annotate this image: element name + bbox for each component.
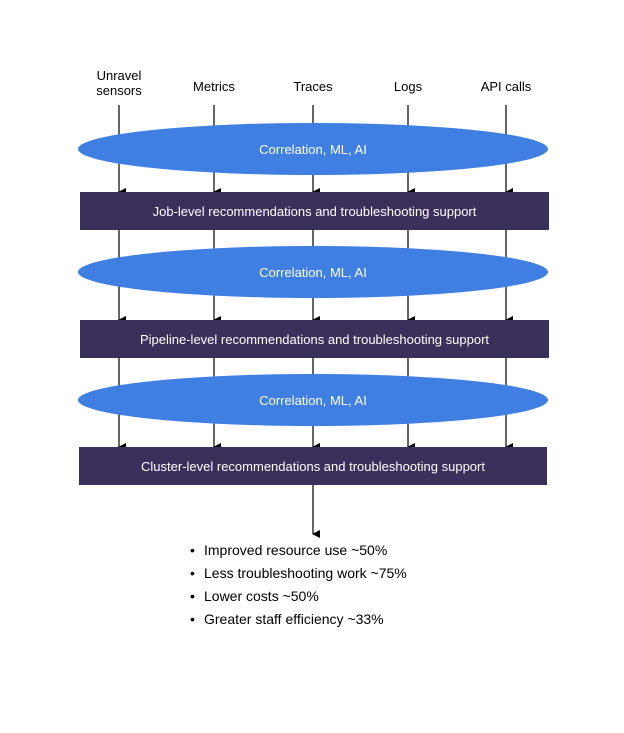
recommendation-box [79, 447, 547, 485]
source-label: API calls [481, 79, 532, 94]
recommendation-box [80, 192, 549, 230]
recommendation-box [80, 320, 549, 358]
outcome-text: Less troubleshooting work ~75% [204, 565, 407, 581]
outcome-item: • Greater staff efficiency ~33% [190, 609, 407, 632]
correlation-ellipse [78, 374, 548, 426]
correlation-ellipse [78, 246, 548, 298]
outcome-item: • Lower costs ~50% [190, 586, 407, 609]
recommendation-label: Cluster-level recommendations and troubl… [141, 459, 485, 474]
processing-layers: Correlation, ML, AI Job-level recommendat… [78, 123, 549, 485]
recommendation-label: Job-level recommendations and troublesho… [153, 204, 477, 219]
outcome-text: Lower costs ~50% [204, 588, 319, 604]
bullet-icon: • [190, 542, 195, 558]
correlation-label: Correlation, ML, AI [259, 265, 367, 280]
source-label: Metrics [193, 79, 235, 94]
source-label: Traces [293, 79, 333, 94]
correlation-label: Correlation, ML, AI [259, 142, 367, 157]
outcome-item: • Less troubleshooting work ~75% [190, 563, 407, 586]
outcomes-list: • Improved resource use ~50% • Less trouble… [190, 540, 407, 632]
bullet-icon: • [190, 565, 195, 581]
outcome-text: Greater staff efficiency ~33% [204, 611, 384, 627]
outcome-text: Improved resource use ~50% [204, 542, 388, 558]
source-label: Logs [394, 79, 423, 94]
bullet-icon: • [190, 588, 195, 604]
correlation-ellipse [78, 123, 548, 175]
recommendation-label: Pipeline-level recommendations and troub… [140, 332, 489, 347]
outcome-item: • Improved resource use ~50% [190, 540, 407, 563]
correlation-label: Correlation, ML, AI [259, 393, 367, 408]
bullet-icon: • [190, 611, 195, 627]
